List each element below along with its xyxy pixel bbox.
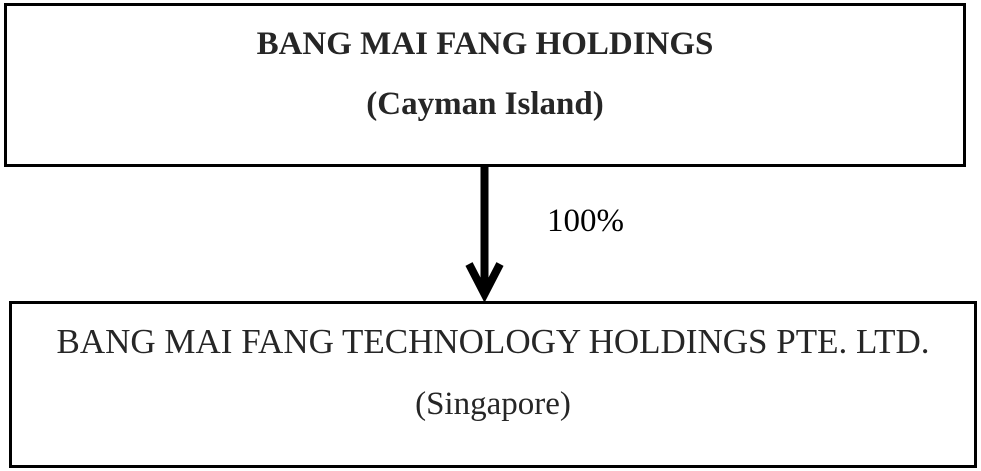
- ownership-arrow-head: [465, 262, 504, 303]
- parent-entity-box: BANG MAI FANG HOLDINGS (Cayman Island): [4, 3, 966, 167]
- child-entity-jurisdiction: (Singapore): [415, 386, 571, 422]
- child-entity-box: BANG MAI FANG TECHNOLOGY HOLDINGS PTE. L…: [9, 301, 977, 468]
- parent-entity-jurisdiction: (Cayman Island): [366, 86, 604, 122]
- ownership-percentage: 100%: [547, 203, 624, 239]
- child-entity-name: BANG MAI FANG TECHNOLOGY HOLDINGS PTE. L…: [56, 322, 930, 361]
- parent-entity-name: BANG MAI FANG HOLDINGS: [256, 26, 714, 62]
